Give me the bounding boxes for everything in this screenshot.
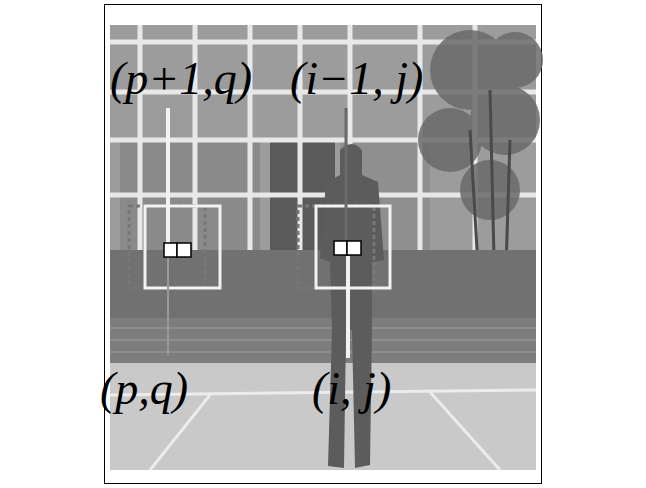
coordinate-label: (i, j) [312, 366, 391, 412]
coordinate-label: (i−1, j) [290, 56, 423, 102]
coordinate-label: (p+1,q) [110, 56, 252, 102]
coordinate-label: (p,q) [100, 366, 188, 412]
